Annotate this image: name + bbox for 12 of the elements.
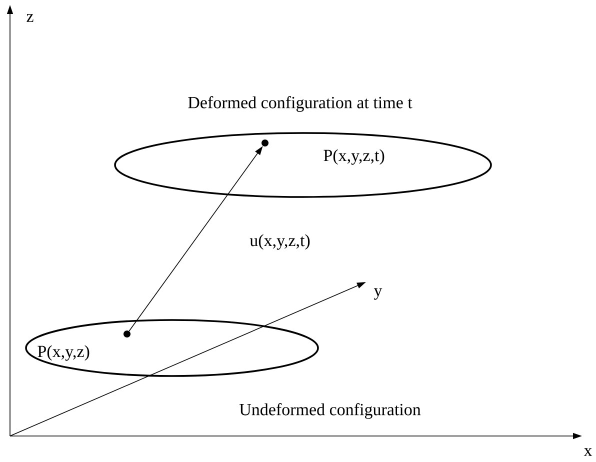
- region-ellipse: [25, 319, 421, 419]
- axis-label: y: [374, 288, 382, 300]
- region-ellipse: [114, 96, 492, 198]
- heading: Undeformed configuration: [240, 403, 421, 419]
- point-dot: [124, 330, 130, 338]
- edge-label: u(x,y,z,t): [248, 233, 312, 251]
- axis-label: z: [26, 14, 34, 22]
- heading: Deformed configuration at time t: [188, 96, 412, 112]
- axis-label: x: [584, 448, 592, 456]
- point-label: P(x,y,z): [38, 345, 90, 361]
- point-label: P(x,y,z,t): [324, 149, 384, 165]
- point-dot: [262, 140, 268, 146]
